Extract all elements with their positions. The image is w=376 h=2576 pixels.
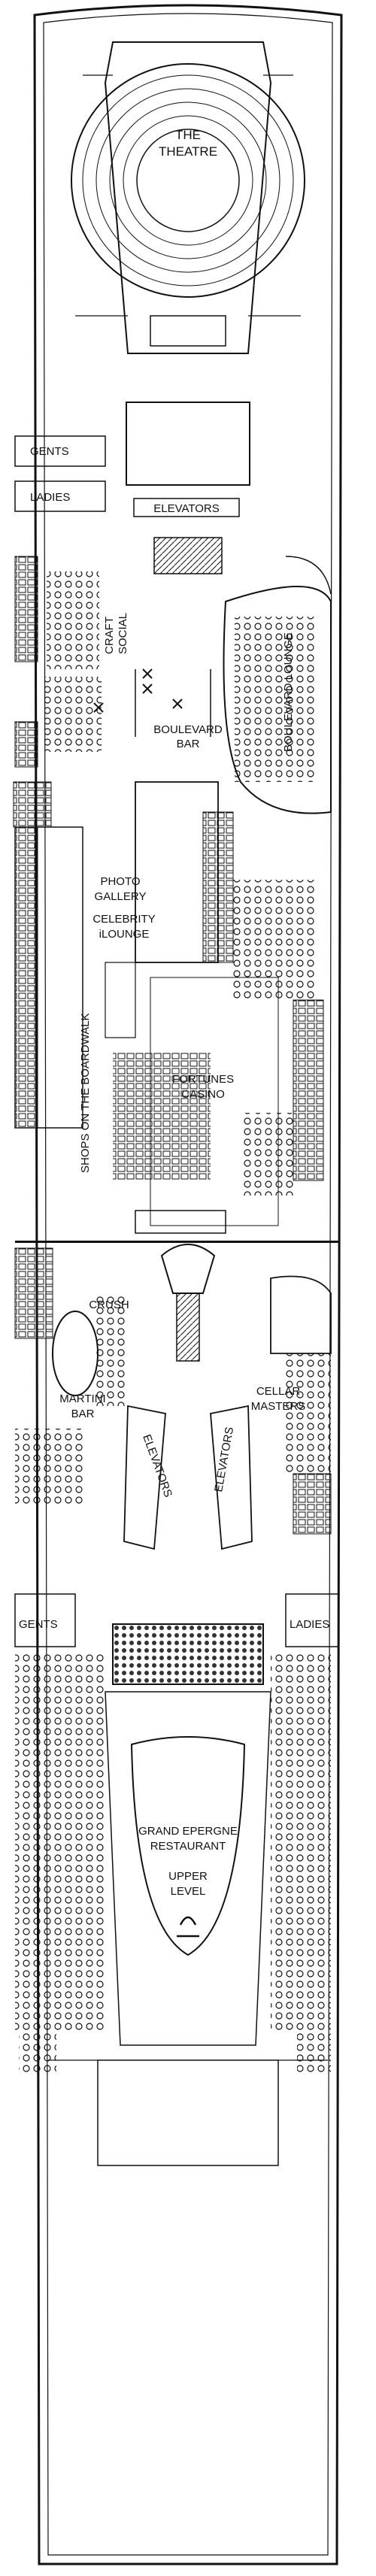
- zone-divider: [15, 1241, 338, 1243]
- elevator-shaft-fwd: [126, 402, 250, 486]
- boulevard-lounge-label: BOULEVARD LOUNGE: [282, 632, 295, 752]
- upper-level-label-line2: LEVEL: [171, 1885, 206, 1898]
- gents-bottom-label: GENTS: [19, 1618, 58, 1631]
- restaurant-area: [15, 1623, 331, 2046]
- photo-gallery-label-line2: GALLERY: [95, 890, 147, 903]
- photo-gallery-label-line1: PHOTO: [100, 875, 140, 888]
- shops-label: SHOPS ON THE BOARDWALK: [79, 1013, 92, 1173]
- boulevard-bar-label-line2: BAR: [177, 738, 200, 750]
- gents-bottom-room: [14, 1593, 76, 1647]
- atrium-stairs: [123, 1244, 253, 1550]
- ladies-top-label: LADIES: [30, 491, 70, 504]
- elevators-fwd-label: ELEVATORS: [153, 502, 220, 515]
- casino-area: [113, 880, 324, 1234]
- hull-inner: [43, 13, 333, 2556]
- restaurant-label-line1: GRAND EPERGNE: [138, 1825, 238, 1838]
- craft-social-label-line2: SOCIAL: [117, 613, 129, 654]
- martini-label-line1: MARTINI: [59, 1393, 105, 1405]
- cellar-masters-label-line1: CELLAR: [256, 1385, 301, 1398]
- cellar-masters-area: [270, 1275, 332, 1535]
- theatre-label-line2: THEATRE: [159, 144, 217, 159]
- upper-level-label-line1: UPPER: [168, 1870, 208, 1883]
- ladies-bottom-label: LADIES: [290, 1618, 329, 1631]
- boulevard-bar-area: [93, 668, 211, 737]
- craft-social-area: [13, 556, 102, 828]
- casino-label-line1: FORTUNES: [172, 1073, 234, 1086]
- cellar-masters-label-line2: MASTERS: [251, 1400, 306, 1413]
- gents-top-label: GENTS: [30, 445, 69, 458]
- shops-area: [14, 781, 234, 1129]
- casino-label-line2: CASINO: [181, 1088, 225, 1101]
- boulevard-lounge-area: [223, 556, 332, 814]
- theatre-area: [71, 41, 305, 354]
- ilounge-label-line2: iLOUNGE: [99, 928, 150, 941]
- ladies-top-room: [14, 480, 106, 512]
- ladies-bottom-room: [285, 1593, 339, 1647]
- hull-outline: [33, 4, 343, 2565]
- crush-label: CRUSH: [89, 1299, 129, 1311]
- stern-area: [19, 2030, 331, 2166]
- martini-bar-area: [14, 1247, 128, 1504]
- ilounge-label-line1: CELEBRITY: [92, 913, 155, 926]
- gents-top-room: [14, 435, 106, 467]
- craft-social-label-line1: CRAFT: [103, 617, 116, 654]
- restaurant-label-line2: RESTAURANT: [150, 1840, 226, 1853]
- boulevard-bar-label-line1: BOULEVARD: [153, 723, 223, 736]
- theatre-label-line1: THE: [175, 128, 201, 142]
- martini-label-line2: BAR: [71, 1408, 95, 1420]
- fwd-stairs: [153, 537, 223, 574]
- elevator-fwd-box: [133, 498, 240, 517]
